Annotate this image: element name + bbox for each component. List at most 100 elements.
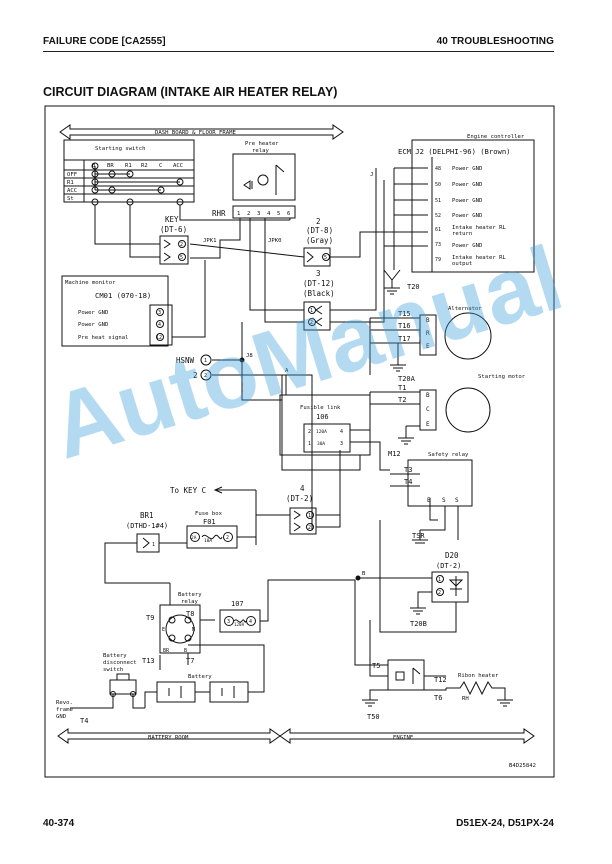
fusible-rating-30a: 30A: [317, 441, 325, 447]
node-b: B: [362, 571, 366, 577]
ribbon-heater-code: RH: [462, 696, 469, 702]
d20-pin-1: 1: [438, 577, 441, 583]
conn4-pin-2: 2: [308, 525, 311, 531]
pre-heater-relay: [232, 153, 296, 201]
ecm-pin-61-label2: return: [452, 231, 472, 237]
footer-model: D51EX-24, D51PX-24: [456, 818, 554, 829]
conn2-color: (Gray): [306, 236, 333, 245]
batt-relay-pin-m: M: [192, 627, 195, 633]
conn4-num: 4: [300, 484, 305, 493]
alt-pin-b: B: [426, 317, 430, 324]
monitor-row-3-label: Pre heat signal: [78, 335, 129, 341]
rhr-pin-6: 6: [287, 211, 290, 217]
battery-relay-box: [159, 604, 201, 654]
heater-relay-ground-t50: T50: [367, 713, 380, 721]
d20-conn: (DT-2): [436, 562, 461, 570]
safety-ground-tsr: TSR: [412, 532, 425, 540]
alt-term-t17: T17: [398, 335, 411, 343]
rhr-pin-1: 1: [237, 211, 240, 217]
zone-label-dashboard: DASH BOARD & FLOOR FRAME: [155, 130, 236, 136]
ecm-pin-79-num: 79: [435, 257, 441, 263]
fuse107-name: 107: [231, 600, 244, 608]
hsnw-label: HSNW: [176, 356, 195, 365]
conn2-conn: (DT-8): [306, 226, 333, 235]
fuse-box-pin-2: 2: [226, 535, 229, 541]
machine-monitor-title: Machine monitor: [65, 280, 116, 286]
alternator-title: Alternator: [448, 306, 482, 312]
fusible-pin-4: 4: [340, 429, 343, 435]
fuse-box-title: Fuse box: [195, 511, 223, 517]
starting-switch-box: [63, 139, 195, 203]
conn4-pin-1: 1: [308, 513, 311, 519]
heater-relay-t6: T6: [434, 694, 442, 702]
fuse-107: [219, 609, 261, 633]
ecm-pin-61-num: 61: [435, 227, 441, 233]
ecm-box: [411, 139, 535, 273]
battery-cell-2: [209, 681, 249, 703]
switch-col-b: B: [92, 163, 96, 169]
zone-label-battery-room: BATTERY ROOM: [148, 735, 189, 741]
batt-relay-t9: T9: [146, 614, 154, 622]
alternator-symbol: [444, 312, 492, 360]
pre-heater-relay-line1: Pre heater: [245, 141, 279, 147]
jpk0-label: JPK0: [268, 238, 281, 244]
node-a: A: [285, 368, 289, 374]
key-name: KEY: [165, 215, 179, 224]
motor-term-t2: T2: [398, 396, 406, 404]
monitor-row-3-pin: 12: [156, 335, 162, 341]
heater-relay-t5: T5: [372, 662, 380, 670]
ecm-pin-50-label: Power GND: [452, 182, 483, 188]
ecm-pin-52-num: 52: [435, 213, 441, 219]
battery-cell-1: [156, 681, 196, 703]
revo-term-t4: T4: [80, 717, 88, 725]
connector-3: [303, 301, 331, 331]
rhr-label: RHR: [212, 209, 226, 218]
fuse107-rating: 120A: [234, 622, 245, 627]
battery-disconnect-line1: Battery: [103, 653, 127, 659]
switch-row-off: OFF: [67, 172, 78, 178]
batt-relay-pin-b: B: [184, 648, 187, 654]
header-rule: [43, 51, 554, 53]
conn3-pin-1: 1: [310, 308, 313, 314]
motor-pin-b: B: [426, 392, 430, 399]
fusible-link-title: Fusible link: [300, 405, 341, 411]
node-j: J: [370, 172, 373, 178]
pre-heater-relay-line2: relay: [252, 148, 269, 154]
motor-term-t1: T1: [398, 384, 406, 392]
alt-pin-r: R: [426, 330, 430, 337]
rhr-pin-4: 4: [267, 211, 271, 217]
key-connector: [159, 235, 189, 265]
switch-col-br: BR: [107, 163, 114, 169]
fuse107-pin-4: 4: [249, 619, 252, 625]
battery-relay-line1: Battery: [178, 592, 202, 598]
monitor-row-2-label: Power GND: [78, 322, 109, 328]
ecm-title: Engine controller: [467, 134, 525, 140]
revo-line1: Revo.: [56, 700, 73, 706]
motor-ground-m12: M12: [388, 450, 401, 458]
conn2-pin: 5: [324, 255, 327, 261]
ribbon-heater-symbol: [446, 680, 506, 700]
fuse-box-name: F01: [203, 518, 216, 526]
ecm-pin-51-label: Power GND: [452, 198, 483, 204]
ecm-pin-48-num: 48: [435, 166, 441, 172]
ecm-pin-79-label2: output: [452, 261, 472, 267]
motor-pin-c: C: [426, 406, 430, 413]
safety-pin-e: E: [427, 497, 431, 504]
batt-relay-t13: T13: [142, 657, 155, 665]
hs2-label: 2: [193, 371, 198, 380]
ecm-pin-48-label: Power GND: [452, 166, 483, 172]
d20-name: D20: [445, 551, 459, 560]
footer-page-number: 40-374: [43, 818, 75, 829]
ecm-pin-73-label: Power GND: [452, 243, 483, 249]
conn3-conn: (DT-12): [303, 279, 335, 288]
heater-relay-t12: T12: [434, 676, 447, 684]
switch-col-r1: R1: [125, 163, 132, 169]
alt-term-t16: T16: [398, 322, 411, 330]
conn3-pin-2: 2: [310, 320, 313, 326]
safety-relay-title: Safety relay: [428, 452, 469, 458]
monitor-row-1-pin: 3: [158, 310, 161, 316]
key-pin-5: 5: [180, 255, 183, 261]
switch-col-acc: ACC: [173, 163, 183, 169]
ecm-pin-79-label: Intake heater RL: [452, 255, 507, 261]
